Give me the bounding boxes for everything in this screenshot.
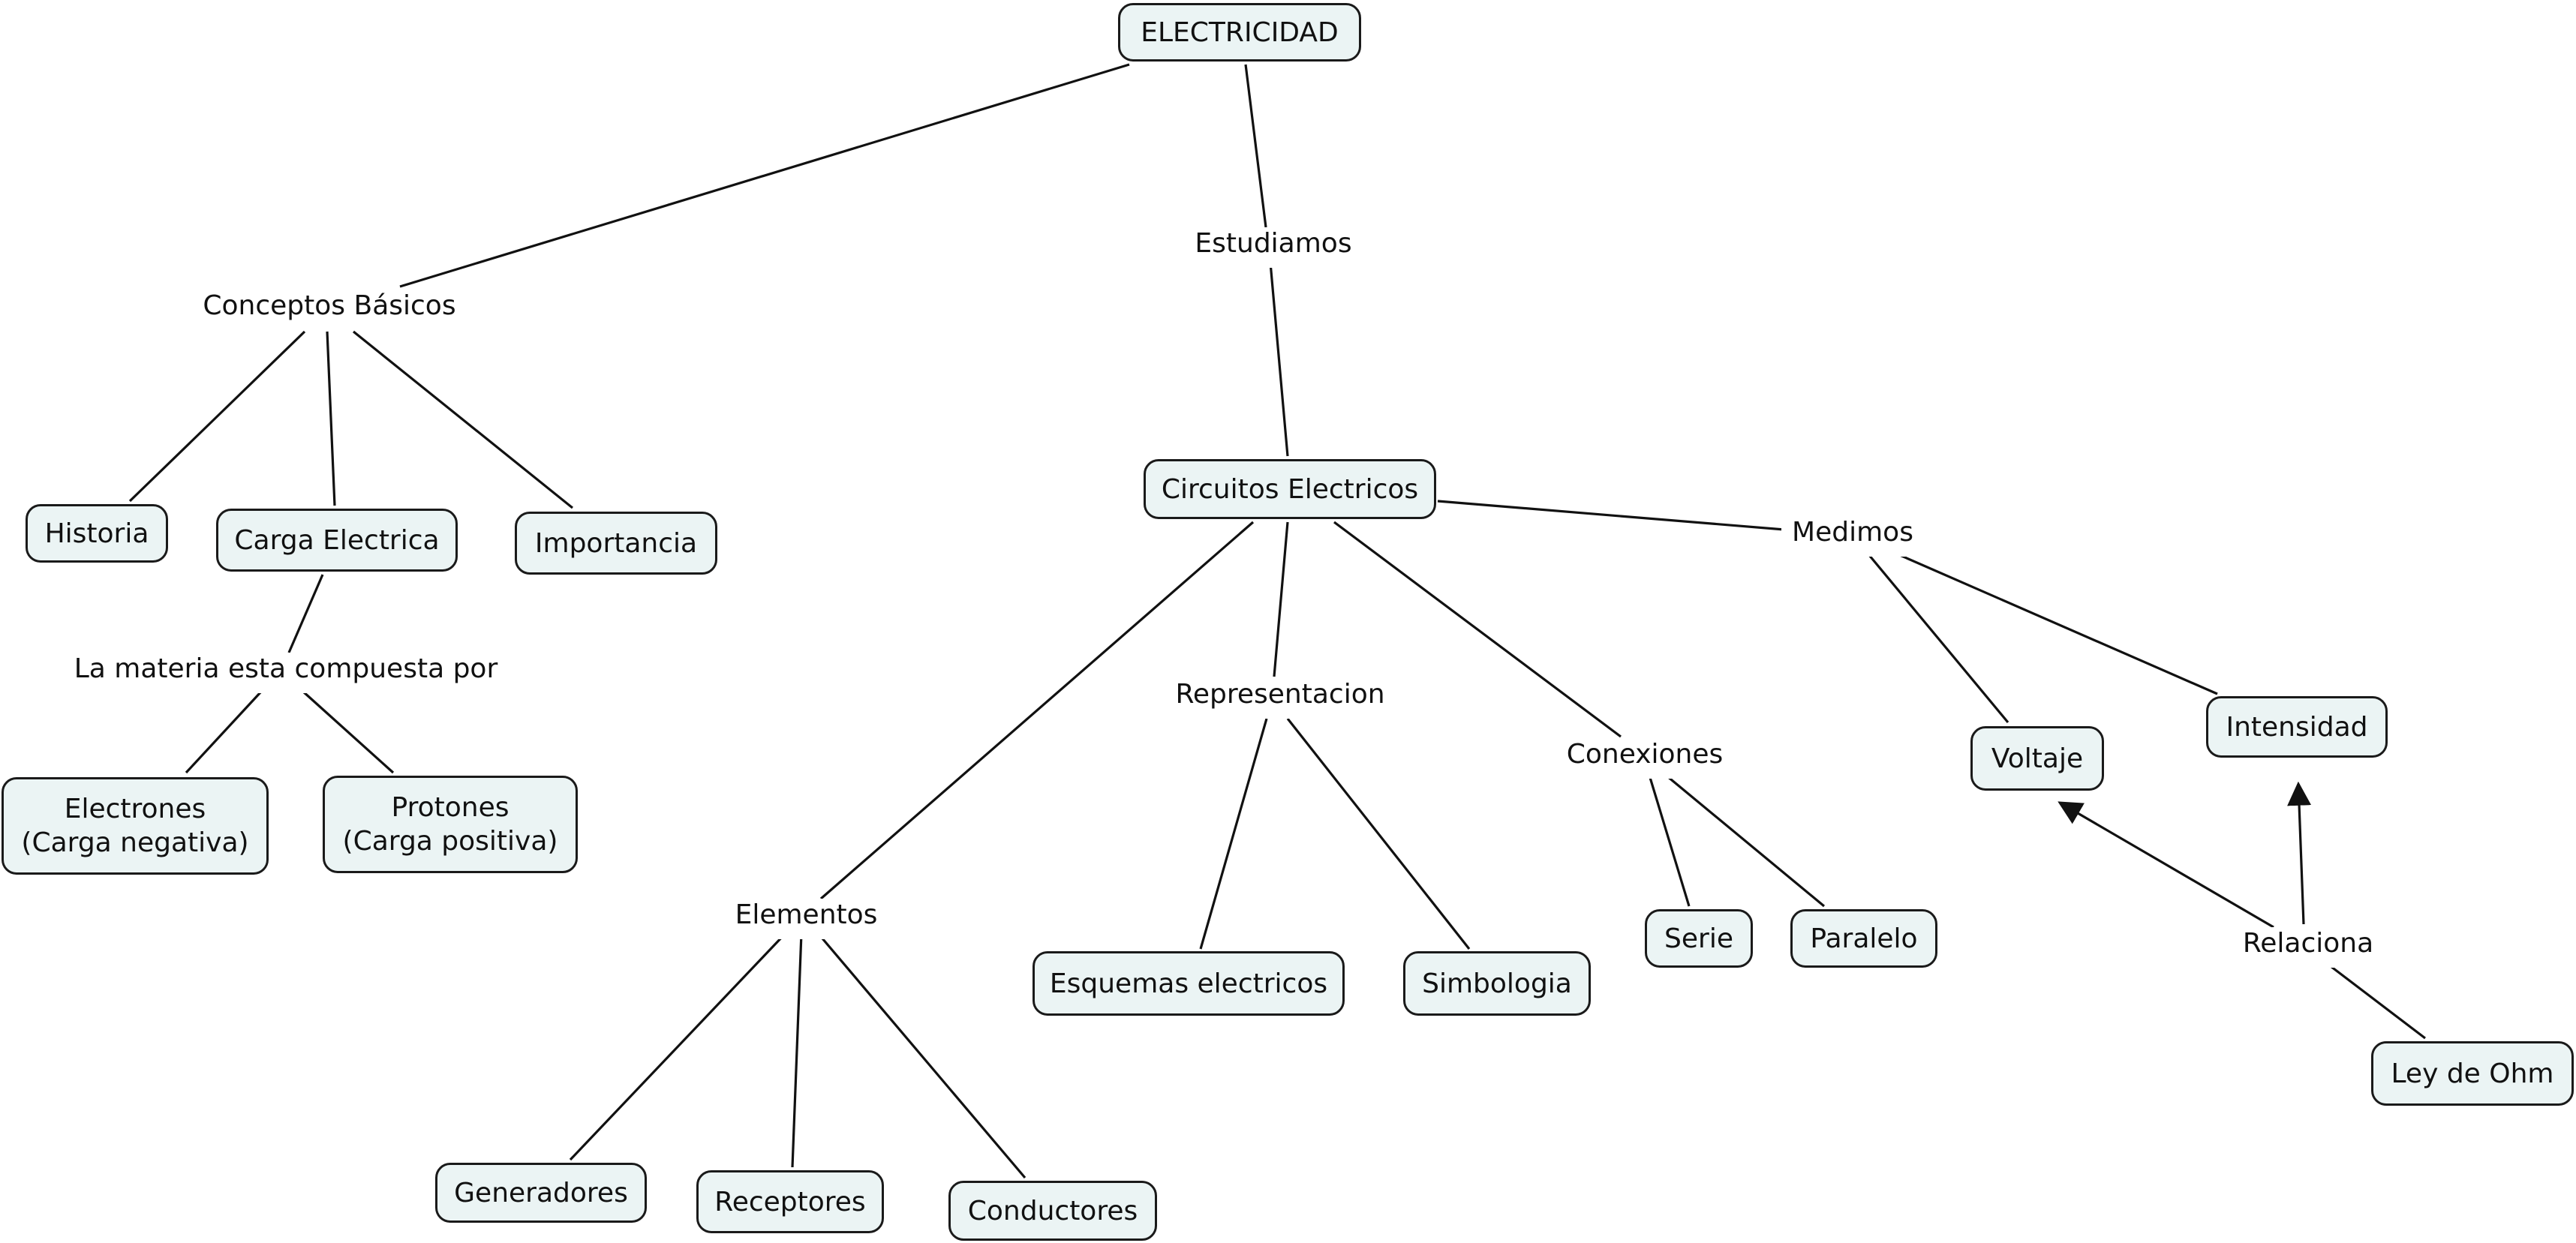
concept-receptores[interactable]: Receptores	[696, 1170, 884, 1233]
concept-electricidad[interactable]: ELECTRICIDAD	[1118, 3, 1361, 62]
concept-paralelo[interactable]: Paralelo	[1790, 909, 1937, 968]
link-estudiamos[interactable]: Estudiamos	[1180, 227, 1367, 268]
concept-ley-de-ohm[interactable]: Ley de Ohm	[2371, 1041, 2574, 1106]
concept-carga-electrica[interactable]: Carga Electrica	[216, 509, 458, 572]
concept-protones[interactable]: Protones (Carga positiva)	[323, 776, 578, 873]
line-leyohm-relaciona	[2324, 960, 2426, 1040]
line-conceptos-carga	[326, 331, 336, 506]
link-elementos[interactable]: Elementos	[725, 899, 888, 939]
concept-conductores[interactable]: Conductores	[948, 1181, 1157, 1241]
concept-electrones[interactable]: Electrones (Carga negativa)	[2, 777, 269, 875]
line-medimos-voltaje	[1864, 549, 2009, 724]
concept-historia[interactable]: Historia	[26, 504, 168, 563]
link-conceptos-basicos[interactable]: Conceptos Básicos	[189, 290, 470, 330]
line-representacion-esquemas	[1199, 718, 1268, 950]
concept-protones-line2: (Carga positiva)	[342, 826, 558, 857]
line-conexiones-serie	[1647, 772, 1691, 907]
line-elementos-generadores	[569, 932, 787, 1161]
line-conexiones-paralelo	[1661, 771, 1826, 908]
link-materia[interactable]: La materia esta compuesta por	[62, 653, 510, 693]
link-relaciona[interactable]: Relaciona	[2229, 927, 2388, 968]
line-circuitos-elementos	[819, 521, 1255, 900]
arrow-relaciona-voltaje	[2057, 801, 2274, 929]
line-medimos-intensidad	[1889, 549, 2218, 695]
line-electricidad-conceptos	[399, 63, 1130, 288]
line-elementos-receptores	[791, 932, 803, 1168]
concept-voltaje[interactable]: Voltaje	[1970, 726, 2104, 791]
concept-generadores[interactable]: Generadores	[435, 1163, 647, 1223]
line-materia-protones	[302, 690, 395, 774]
link-representacion[interactable]: Representacion	[1161, 678, 1399, 719]
line-circuitos-medimos	[1437, 500, 1785, 531]
line-circuitos-representacion	[1273, 521, 1289, 677]
arrow-relaciona-intensidad	[2287, 781, 2312, 925]
concept-protones-line1: Protones	[391, 792, 509, 823]
concept-electrones-line2: (Carga negativa)	[21, 827, 249, 858]
line-circuitos-conexiones	[1333, 521, 1622, 738]
link-conexiones[interactable]: Conexiones	[1553, 738, 1736, 779]
line-conceptos-importancia	[352, 330, 574, 509]
line-conceptos-historia	[128, 330, 306, 503]
concept-intensidad[interactable]: Intensidad	[2206, 696, 2388, 758]
concept-circuitos-electricos[interactable]: Circuitos Electricos	[1144, 459, 1436, 519]
link-medimos[interactable]: Medimos	[1781, 516, 1924, 557]
line-carga-materia	[287, 574, 324, 653]
line-representacion-simbologia	[1286, 718, 1471, 950]
line-electricidad-estudiamos	[1244, 64, 1267, 228]
line-materia-electrones	[185, 690, 263, 774]
concept-esquemas-electricos[interactable]: Esquemas electricos	[1033, 951, 1345, 1016]
concept-electrones-line1: Electrones	[64, 794, 206, 824]
line-estudiamos-circuitos	[1269, 262, 1289, 457]
concept-importancia[interactable]: Importancia	[515, 512, 717, 575]
concept-simbologia[interactable]: Simbologia	[1403, 951, 1591, 1016]
concept-serie[interactable]: Serie	[1645, 909, 1753, 968]
line-elementos-conductores	[816, 932, 1026, 1179]
